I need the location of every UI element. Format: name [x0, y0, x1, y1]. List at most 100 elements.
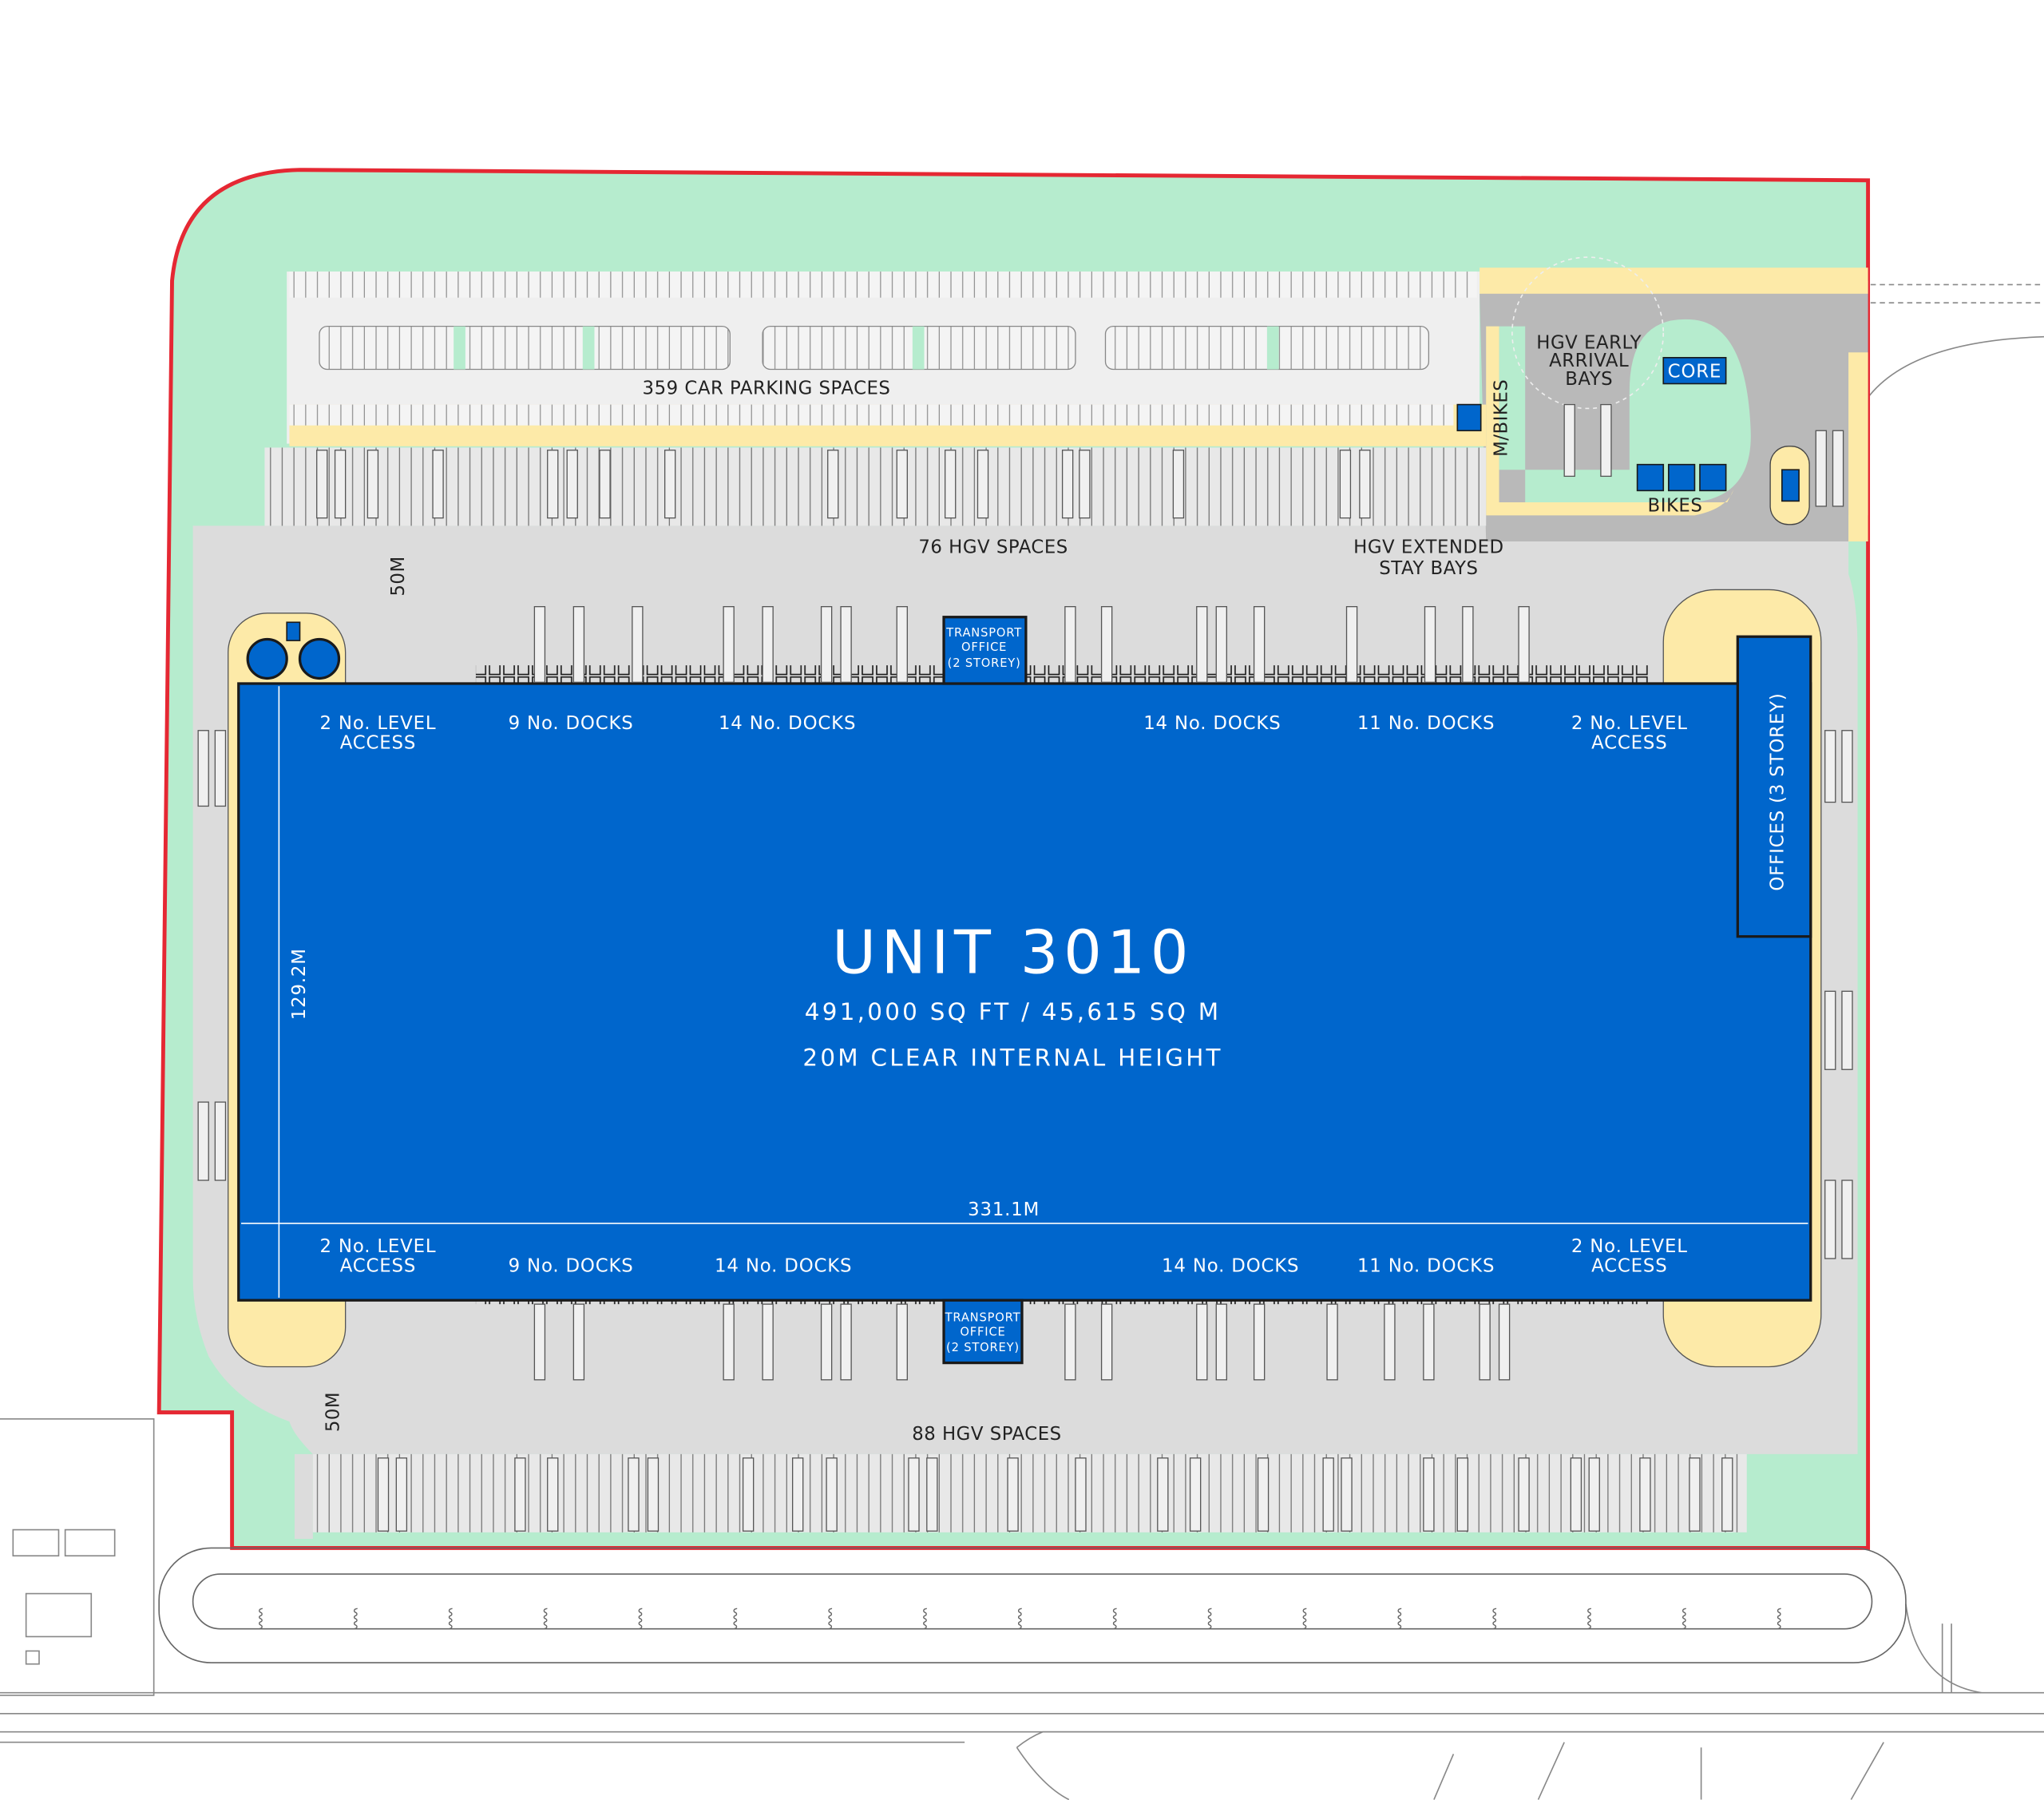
trailer [1423, 1457, 1435, 1532]
trailer [908, 1457, 920, 1532]
trailers [197, 403, 1853, 1532]
hgv-early-label-2: ARRIVAL [1549, 351, 1629, 371]
trees: ⸾⸾⸾⸾⸾⸾⸾⸾⸾⸾⸾⸾⸾⸾⸾⸾⸾ [257, 1608, 1782, 1630]
trailer [1196, 1303, 1208, 1381]
trailer [214, 730, 227, 807]
trailer [547, 1457, 559, 1532]
trailer [599, 450, 611, 519]
tree-icon: ⸾ [1206, 1608, 1213, 1630]
dock-label: 14 No. DOCKS [715, 1255, 852, 1276]
trailer [1345, 606, 1358, 683]
trailer [1257, 1457, 1270, 1532]
offices-label: OFFICES (3 STOREY) [1767, 692, 1788, 890]
gatehouse [1781, 469, 1800, 502]
dock-label: 2 No. LEVEL [320, 1236, 437, 1257]
trailer [1189, 1457, 1202, 1532]
trailer [432, 450, 444, 519]
tree-icon: ⸾ [542, 1608, 549, 1630]
tree-icon: ⸾ [1776, 1608, 1782, 1630]
trailer [1518, 606, 1530, 683]
trailer [1079, 450, 1091, 519]
tree-icon: ⸾ [352, 1608, 358, 1630]
core-box [1662, 357, 1727, 385]
tree-icon: ⸾ [1111, 1608, 1118, 1630]
trailer [1563, 403, 1575, 478]
footpath-right-edge [1848, 352, 1868, 542]
trailer [1689, 1457, 1701, 1532]
trailer [976, 450, 989, 519]
hgv-early-label-3: BAYS [1565, 369, 1613, 390]
trailer [1326, 1303, 1338, 1381]
trailer [1253, 1303, 1266, 1381]
dock-label: ACCESS [1591, 1255, 1667, 1276]
transport-office-line3: (2 STOREY) [948, 656, 1021, 670]
car-parking-label: 359 CAR PARKING SPACES [643, 379, 891, 399]
trailer [1215, 1303, 1227, 1381]
trailer [1253, 606, 1266, 683]
transport-office-line2: OFFICE [961, 640, 1007, 654]
trailer [1064, 606, 1076, 683]
trailer [1570, 1457, 1583, 1532]
trailer [197, 1101, 209, 1181]
bikes-label: BIKES [1648, 495, 1703, 516]
dock-label: ACCESS [340, 1255, 416, 1276]
trailer [1007, 1457, 1019, 1532]
tree-icon: ⸾ [447, 1608, 454, 1630]
hgv-extended-label-1: HGV EXTENDED [1353, 537, 1503, 558]
trailer [1518, 1457, 1530, 1532]
trailer [572, 606, 585, 683]
width-dimension: 331.1M [968, 1199, 1040, 1220]
trailer [1384, 1303, 1396, 1381]
trailer [632, 606, 644, 683]
warehouse-unit [237, 682, 1812, 1302]
trailer [316, 450, 328, 519]
dock-label: 9 No. DOCKS [509, 1255, 634, 1276]
trailer [1479, 1303, 1491, 1381]
trailer [1215, 606, 1227, 683]
hgv-top-label: 76 HGV SPACES [918, 537, 1068, 558]
dock-label: 2 No. LEVEL [1571, 1236, 1688, 1257]
transport-office-top: TRANSPORT OFFICE (2 STOREY) [942, 616, 1028, 685]
trailer [840, 606, 852, 683]
dock-label: 2 No. LEVEL [320, 713, 437, 734]
tree-icon: ⸾ [1301, 1608, 1308, 1630]
hgv-early-label-1: HGV EARLY [1536, 332, 1642, 353]
dock-label: 2 No. LEVEL [1571, 713, 1688, 734]
trailer [533, 1303, 546, 1381]
hgv-bays-bottom [312, 1453, 1747, 1532]
trailer [723, 1303, 735, 1381]
depth-dimension: 129.2M [289, 948, 310, 1020]
trailer [762, 1303, 774, 1381]
trailer [214, 1101, 227, 1181]
trailer [945, 450, 957, 519]
trailer [1339, 450, 1352, 519]
dock-label: 9 No. DOCKS [509, 713, 634, 734]
tree-icon: ⸾ [637, 1608, 644, 1630]
trailer [1196, 606, 1208, 683]
bike-shelters [1636, 463, 1727, 492]
core-label: CORE [1668, 361, 1722, 382]
trailer [1498, 1303, 1511, 1381]
unit-title: UNIT 3010 [832, 917, 1194, 987]
trailer [1841, 990, 1853, 1070]
trailer [664, 450, 676, 519]
trailer [1588, 1457, 1600, 1532]
trailer [1600, 403, 1612, 478]
early-arrival-zone [1511, 256, 1665, 410]
trailer [514, 1457, 526, 1532]
hgv-bottom-label: 88 HGV SPACES [912, 1424, 1061, 1445]
hgv-bays-top [264, 447, 1487, 526]
dock-label: 14 No. DOCKS [1162, 1255, 1299, 1276]
car-bays-bottom [289, 404, 1454, 426]
transport-office-line1: TRANSPORT [945, 1310, 1021, 1324]
trailer [1100, 1303, 1113, 1381]
dock-label: 14 No. DOCKS [719, 713, 856, 734]
trailer [547, 450, 559, 519]
tree-icon: ⸾ [1681, 1608, 1687, 1630]
trailer [820, 1303, 833, 1381]
trailer [1832, 430, 1844, 507]
transport-office-line3: (2 STOREY) [946, 1341, 1020, 1354]
trailer [840, 1303, 852, 1381]
trailer [628, 1457, 640, 1532]
